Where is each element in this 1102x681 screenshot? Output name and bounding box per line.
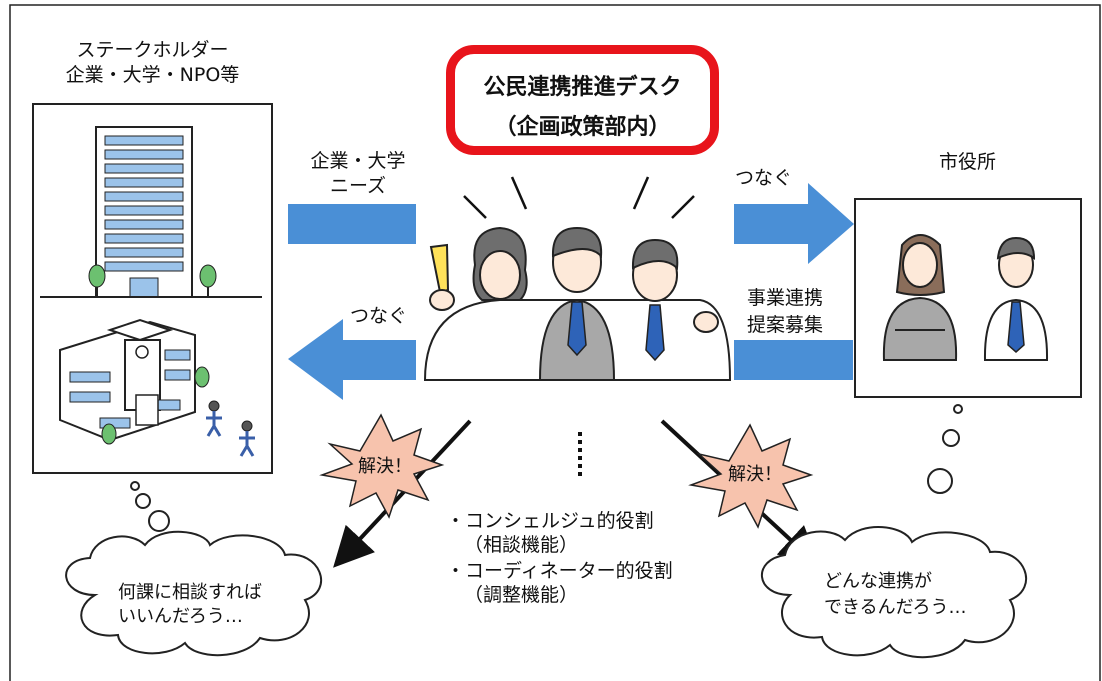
role-coordinator-detail: （調整機能） — [464, 584, 579, 606]
outer-frame — [9, 4, 1101, 681]
left-cloud-line2: いいんだろう… — [118, 606, 243, 627]
right-burst-shape — [688, 423, 814, 529]
right-cloud-shape — [760, 526, 1028, 659]
proposal-label-line2: 提案募集 — [747, 314, 824, 336]
excitement-lines — [463, 176, 695, 219]
right-cloud-line1: どんな連携が — [824, 571, 932, 592]
school-building-icon — [59, 318, 255, 457]
role-concierge: ・コンシェルジュ的役割 — [446, 510, 654, 532]
stakeholder-title-line2: 企業・大学・NPO等 — [65, 64, 240, 86]
office-building-icon — [40, 126, 262, 298]
left-cloud-line1: 何課に相談すれば — [118, 582, 262, 603]
proposal-arrow-bar — [734, 340, 853, 380]
left-thought-dots — [130, 481, 170, 532]
city-hall-panel — [854, 198, 1082, 398]
flow-arrows — [288, 183, 854, 400]
city-staff-illustration — [882, 234, 1049, 361]
left-cloud-shape — [65, 530, 323, 657]
desk-box: 公民連携推進デスク （企画政策部内） — [446, 45, 719, 155]
needs-label-line1: 企業・大学 — [310, 150, 406, 172]
needs-arrow-bar — [288, 204, 416, 244]
right-burst-label: 解決！ — [728, 464, 782, 485]
role-coordinator: ・コーディネーター的役割 — [446, 560, 673, 582]
desk-title: 公民連携推進デスク — [483, 75, 682, 100]
right-cloud-line2: できるんだろう… — [824, 597, 967, 618]
city-hall-title: 市役所 — [939, 151, 997, 173]
left-burst-label: 解決！ — [358, 456, 412, 477]
desk-subtitle: （企画政策部内） — [494, 115, 671, 140]
connect-left-label: つなぐ — [350, 305, 408, 327]
role-concierge-detail: （相談機能） — [464, 534, 579, 556]
connect-right-arrow — [734, 183, 854, 264]
needs-label-line2: ニーズ — [329, 175, 387, 197]
left-burst-shape — [319, 413, 445, 519]
right-thought-dots — [927, 404, 963, 494]
proposal-label-line1: 事業連携 — [747, 287, 824, 309]
stakeholder-title-line1: ステークホルダー — [76, 39, 229, 61]
connect-left-arrow — [288, 319, 416, 400]
desk-staff-illustration — [423, 226, 732, 381]
connect-right-label: つなぐ — [735, 167, 793, 189]
